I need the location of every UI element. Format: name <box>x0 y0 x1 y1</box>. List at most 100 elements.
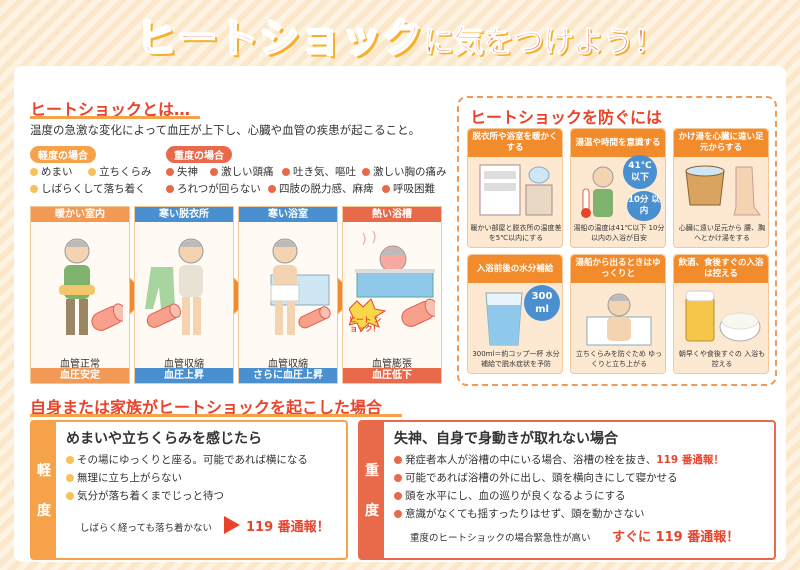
card-title: 飲酒、食後すぐの入浴は控える <box>674 255 768 283</box>
severe-symptom: 失神 <box>166 164 198 179</box>
card-title: 脱衣所や浴室を暖かくする <box>468 129 562 157</box>
panel-header: 寒い脱衣所 <box>135 207 233 222</box>
bathing-person-icon <box>349 230 435 332</box>
severe-symptom-text: 失神 <box>177 166 198 178</box>
bullet-icon <box>30 185 38 193</box>
severe-symptom-text: 激しい胸の痛み <box>373 166 447 178</box>
what-heading: ヒートショックとは… <box>30 100 191 119</box>
prevention-card: 入浴前後の水分補給 300 ml 300ml＝約コップ一杯 水分補給で脱水症状を… <box>467 254 563 374</box>
cold-person-icon <box>270 238 331 335</box>
severe-symptom-text: 呼吸困難 <box>393 183 435 195</box>
severe-symptom: ろれつが回らない <box>166 181 261 196</box>
temperature-badge: 41℃ 以下 <box>623 155 657 189</box>
volume-badge: 300 ml <box>524 285 560 321</box>
severe-symptom-text: 四肢の脱力感、麻痺 <box>279 183 374 195</box>
prevention-box <box>457 96 777 386</box>
bullet-icon <box>394 492 402 500</box>
card-text: 朝早くや食後すぐの 入浴も控える <box>678 350 766 368</box>
bullet-icon <box>382 185 390 193</box>
elderly-person-icon <box>59 238 123 335</box>
severe-item: 意識がなくても揺すったりはせず、頭を動かさない <box>394 506 645 521</box>
mild-side-label: 軽 度 <box>32 422 56 558</box>
severe-item-text: 発症者本人が浴槽の中にいる場合、浴槽の栓を抜き、 <box>405 454 657 466</box>
mild-item-text: 気分が落ち着くまでじっと待つ <box>77 490 224 502</box>
panel-caption: 血管膨張 <box>372 359 412 370</box>
panel-footer: 血圧低下 <box>343 368 441 383</box>
side-char: 軽 <box>37 463 51 479</box>
arrow-right-icon <box>224 516 240 534</box>
bullet-icon <box>66 474 74 482</box>
water-glass-icon <box>485 292 523 346</box>
side-char: 度 <box>37 503 51 519</box>
severe-item: 頭を水平にし、血の巡りが良くなるようにする <box>394 488 626 503</box>
mild-symptom: しばらくして落ち着く <box>30 181 146 196</box>
panel-footer: 血圧上昇 <box>135 368 233 383</box>
prevention-card: 湯船から出るときはゆっくりと 立ちくらみを防ぐため ゆっくりと立ち上がる <box>570 254 666 374</box>
panel-hot-bathtub: 熱い浴槽 ヒート ショック！ 血管膨張 血圧低下 <box>342 206 442 384</box>
mild-symptom: めまい <box>30 164 73 179</box>
dressing-room-icon <box>479 164 553 216</box>
severe-heading: 失神、自身で身動きが取れない場合 <box>394 431 618 447</box>
card-text: 暖かい部屋と脱衣所の温度差を5℃以内にする <box>470 224 562 242</box>
panel-footer: 血圧安定 <box>31 368 129 383</box>
prevention-card: 飲酒、食後すぐの入浴は控える 朝早くや食後すぐの 入浴も控える <box>673 254 769 374</box>
severe-response-box: 重 度 失神、自身で身動きが取れない場合 発症者本人が浴槽の中にいる場合、浴槽の… <box>358 420 776 560</box>
severe-symptom: 吐き気、嘔吐 <box>282 164 356 179</box>
standing-from-bath-icon <box>586 293 652 346</box>
heading-underline <box>30 414 402 417</box>
card-text: 心臓に遠い足元から 腰、胸へとかけ湯をする <box>678 224 766 242</box>
mild-item-text: 無理に立ち上がらない <box>77 472 182 484</box>
side-char: 重 <box>365 463 379 479</box>
heading-underline <box>30 116 200 119</box>
card-text: 300ml＝約コップ一杯 水分補給で脱水症状を予防 <box>472 350 560 368</box>
prevention-card: 湯温や時間を意識する 41℃ 以下 10分 以内 湯船の温度は41℃以下 10分… <box>570 128 666 248</box>
severe-symptom-text: ろれつが回らない <box>177 183 261 195</box>
mild-symptom: 立ちくらみ <box>88 164 152 179</box>
mild-symptom-text: めまい <box>41 166 73 178</box>
mild-item: その場にゆっくりと座る。可能であれば横になる <box>66 452 308 467</box>
panel-caption: 血管収縮 <box>268 359 308 370</box>
bullet-icon <box>394 474 402 482</box>
bullet-icon <box>394 510 402 518</box>
severe-symptom-text: 吐き気、嘔吐 <box>293 166 356 178</box>
side-char: 度 <box>365 503 379 519</box>
prevention-heading: ヒートショックを防ぐには <box>470 108 663 127</box>
card-title: 湯温や時間を意識する <box>571 129 665 157</box>
card-title: 入浴前後の水分補給 <box>468 255 562 283</box>
prevention-card: かけ湯を心臓に遠い足元からする 心臓に遠い足元から 腰、胸へとかけ湯をする <box>673 128 769 248</box>
title-sub: に気をつけよう！ <box>423 25 664 61</box>
severe-symptom-text: 激しい頭痛 <box>221 166 274 178</box>
mild-heading: めまいや立ちくらみを感じたら <box>66 431 262 447</box>
panel-header: 寒い浴室 <box>239 207 337 222</box>
card-title: 湯船から出るときはゆっくりと <box>571 255 665 283</box>
severe-item-call: 119 番通報！ <box>656 454 724 466</box>
bullet-icon <box>66 492 74 500</box>
bullet-icon <box>210 168 218 176</box>
severe-item-text: 可能であれば浴槽の外に出し、頭を横向きにして寝かせる <box>405 472 678 484</box>
bullet-icon <box>394 456 402 464</box>
mild-note: しばらく経っても落ち着かない <box>80 523 213 534</box>
bullet-icon <box>30 168 38 176</box>
bullet-icon <box>362 168 370 176</box>
thermometer-icon <box>581 166 614 218</box>
panel-cold-bathroom: 寒い浴室 血管収縮 さらに血圧上昇 <box>238 206 338 384</box>
bath-bucket-icon <box>685 165 761 216</box>
severe-symptom: 四肢の脱力感、麻痺 <box>268 181 374 196</box>
panel-header: 熱い浴槽 <box>343 207 441 222</box>
severe-item-text: 意識がなくても揺すったりはせず、頭を動かさない <box>405 508 645 520</box>
time-badge: 10分 以内 <box>627 191 661 221</box>
panel-header: 暖かい室内 <box>31 207 129 222</box>
severe-symptom: 激しい頭痛 <box>210 164 274 179</box>
page-title: ヒートショックに気をつけよう！ <box>0 6 800 66</box>
title-main: ヒートショック <box>136 15 424 63</box>
severe-note: 重度のヒートショックの場合緊急性が高い <box>410 533 591 544</box>
prevention-card: 脱衣所や浴室を暖かくする 暖かい部屋と脱衣所の温度差を5℃以内にする <box>467 128 563 248</box>
mild-item-text: その場にゆっくりと座る。可能であれば横になる <box>77 454 308 466</box>
panel-caption: 血管正常 <box>60 359 100 370</box>
severe-symptom: 呼吸困難 <box>382 181 435 196</box>
card-text: 立ちくらみを防ぐため ゆっくりと立ち上がる <box>575 350 663 368</box>
bullet-icon <box>88 168 96 176</box>
what-lead: 温度の急激な変化によって血圧が上下し、心臓や血管の疾患が起こること。 <box>30 123 421 137</box>
beer-and-rice-icon <box>685 290 761 342</box>
mild-symptom-text: しばらくして落ち着く <box>41 183 146 195</box>
